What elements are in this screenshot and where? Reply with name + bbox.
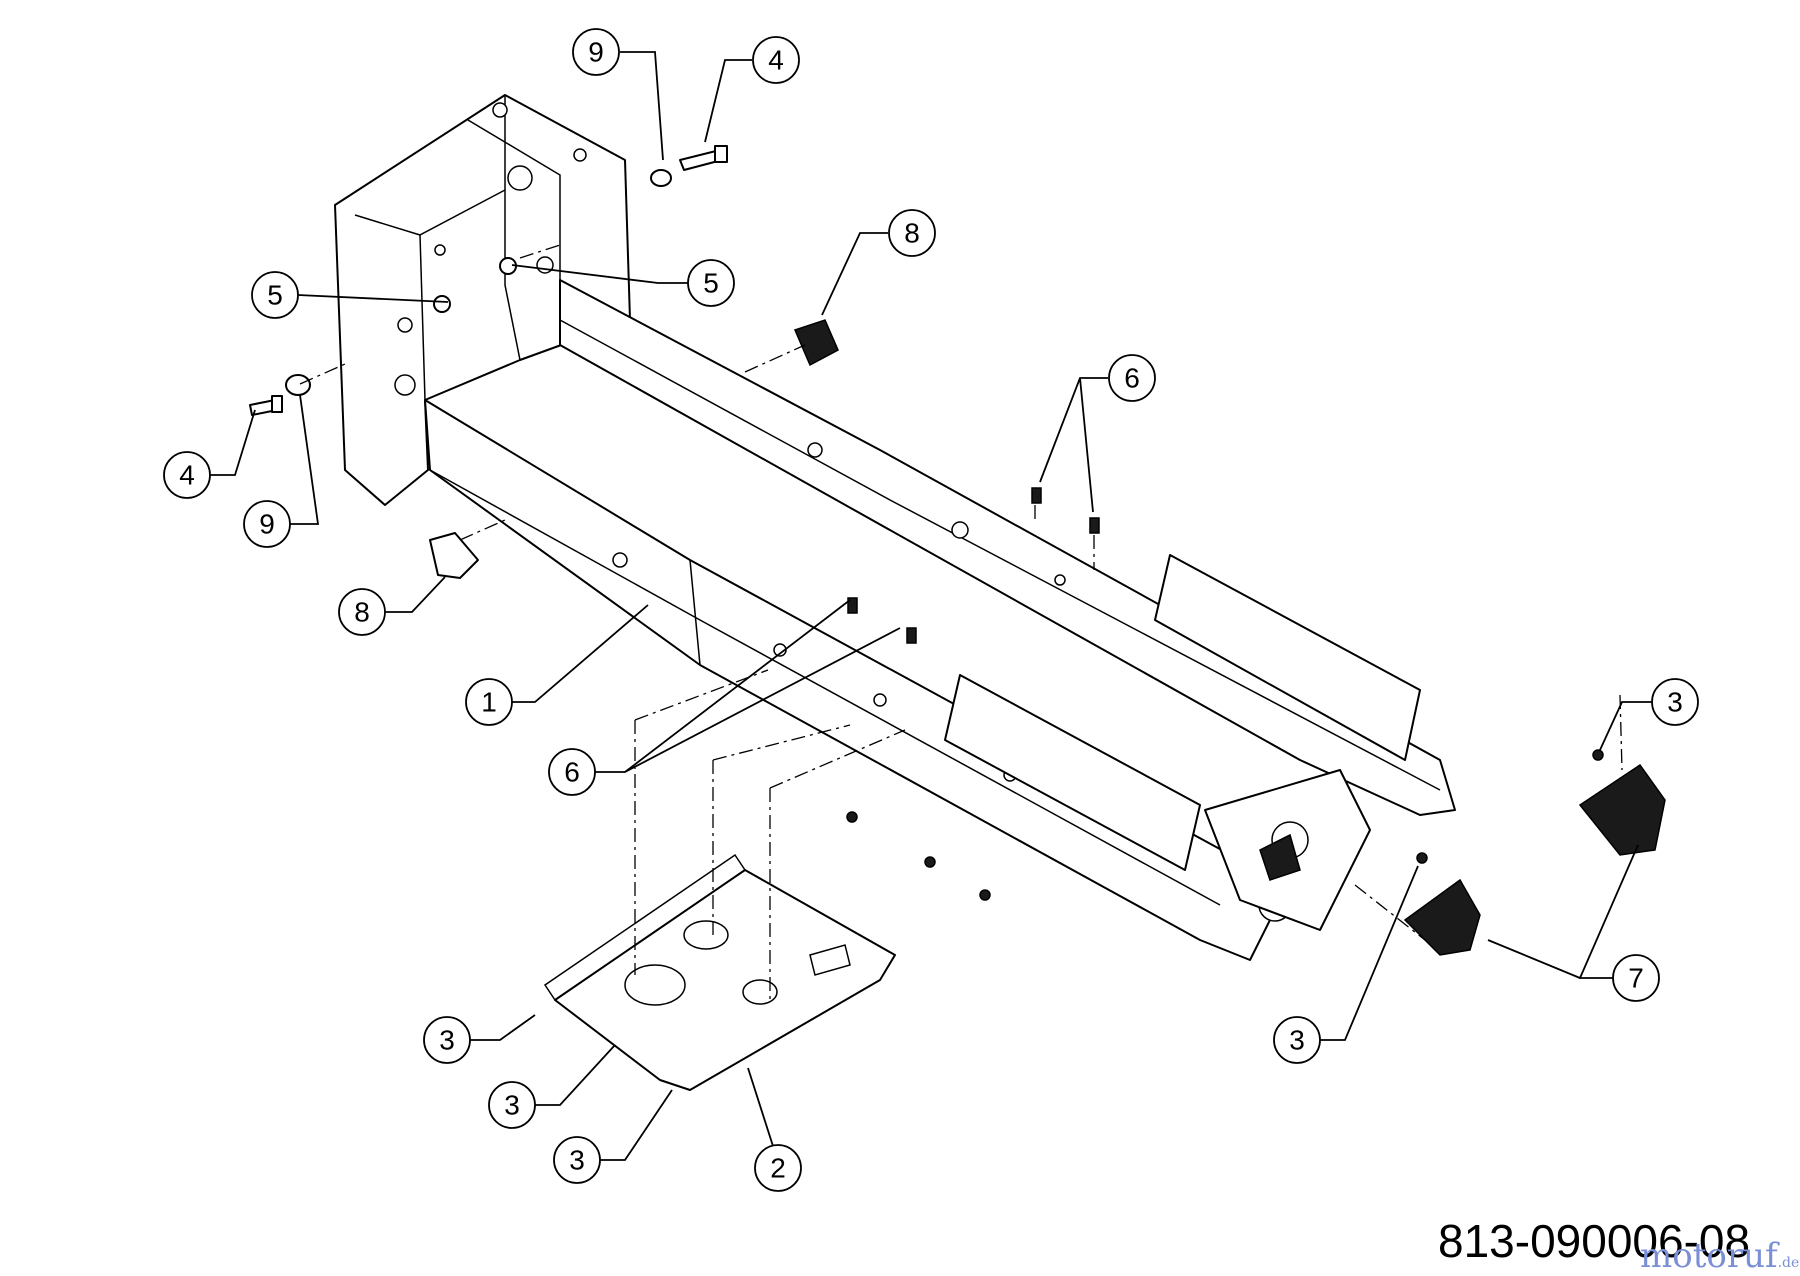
callout-7: 7	[1612, 954, 1660, 1002]
bolt-6c-icon	[847, 597, 858, 614]
screw-plate-b-icon	[924, 856, 936, 868]
bolt-6a-icon	[1031, 487, 1042, 504]
svg-text:4: 4	[179, 460, 195, 491]
svg-text:6: 6	[564, 757, 580, 788]
screw-plate-a-icon	[846, 811, 858, 823]
bolt-6b-icon	[1089, 517, 1100, 534]
svg-text:3: 3	[1289, 1025, 1305, 1056]
callout-6-right: 6	[1108, 354, 1156, 402]
callout-4-top: 4	[752, 36, 800, 84]
pivot-brackets	[1403, 763, 1666, 956]
callout-9-left: 9	[243, 500, 291, 548]
watermark-logo: motoruf.de	[1640, 1236, 1799, 1276]
leader-lines	[210, 51, 1652, 1169]
screw-right-a-icon	[1592, 749, 1604, 761]
svg-text:3: 3	[1667, 687, 1683, 718]
callout-3-right-top: 3	[1651, 678, 1699, 726]
svg-text:9: 9	[259, 509, 275, 540]
svg-text:3: 3	[439, 1025, 455, 1056]
svg-text:5: 5	[703, 268, 719, 299]
bumper-left-icon	[429, 532, 479, 579]
callout-8-top: 8	[888, 209, 936, 257]
bumper-top-icon	[793, 319, 839, 367]
svg-text:2: 2	[770, 1153, 786, 1184]
fasteners	[249, 145, 1604, 901]
svg-text:8: 8	[904, 218, 920, 249]
bolt-top-icon	[679, 145, 728, 171]
svg-text:3: 3	[504, 1090, 520, 1121]
rear-frame-bracket	[334, 94, 631, 506]
screw-plate-c-icon	[979, 889, 991, 901]
svg-text:3: 3	[569, 1145, 585, 1176]
side-panels	[944, 554, 1421, 871]
drawing-number: 813-090006-08	[1438, 1215, 1751, 1267]
assembly-lines	[299, 244, 1623, 1000]
callout-4-left: 4	[163, 451, 211, 499]
svg-text:7: 7	[1628, 963, 1644, 994]
main-frame-right-rail	[559, 279, 1456, 816]
watermark-main: motoruf	[1640, 1236, 1778, 1276]
svg-text:9: 9	[588, 37, 604, 68]
svg-text:8: 8	[354, 597, 370, 628]
callout-9-top: 9	[572, 28, 620, 76]
callout-3-plate-1: 3	[423, 1016, 471, 1064]
callout-6-bottom: 6	[548, 748, 596, 796]
nut-left-icon	[433, 295, 451, 313]
callout-3-plate-3: 3	[553, 1136, 601, 1184]
callout-5-right: 5	[687, 259, 735, 307]
svg-text:1: 1	[481, 687, 497, 718]
watermark-tld: .de	[1777, 1255, 1800, 1271]
callout-1: 1	[465, 678, 513, 726]
callout-8-left: 8	[338, 588, 386, 636]
callouts: 9 4 8 5 5 6 4 9 8 1 6 3 7 3 3 3 3 2	[163, 28, 1699, 1192]
base-plate	[543, 853, 896, 1091]
callout-2: 2	[754, 1144, 802, 1192]
svg-text:6: 6	[1124, 363, 1140, 394]
svg-text:5: 5	[267, 280, 283, 311]
rear-axle-support	[1204, 769, 1371, 931]
callout-5-left: 5	[251, 271, 299, 319]
svg-text:4: 4	[768, 45, 784, 76]
spacer-left-icon	[285, 374, 311, 396]
callout-3-plate-2: 3	[488, 1081, 536, 1129]
screw-right-b-icon	[1416, 852, 1428, 864]
bolt-left-icon	[249, 395, 283, 416]
bolt-6d-icon	[906, 627, 917, 644]
spacer-top-icon	[650, 169, 672, 187]
callout-3-right-bottom: 3	[1273, 1016, 1321, 1064]
